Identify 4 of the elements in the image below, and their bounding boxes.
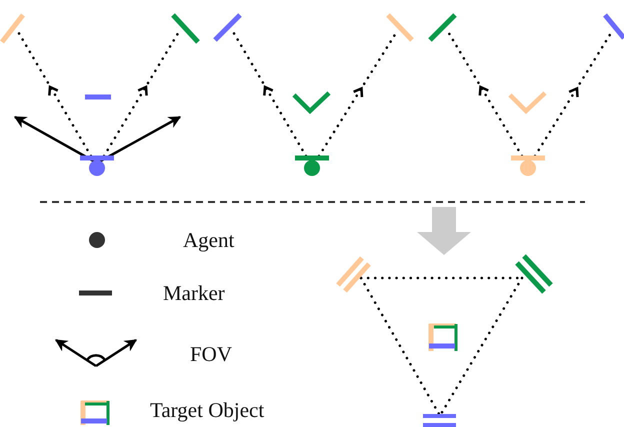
legend-label: Marker	[163, 283, 225, 304]
legend-label: FOV	[190, 344, 232, 365]
legend-label: Target Object	[150, 400, 264, 421]
legend-label: Agent	[183, 230, 234, 251]
